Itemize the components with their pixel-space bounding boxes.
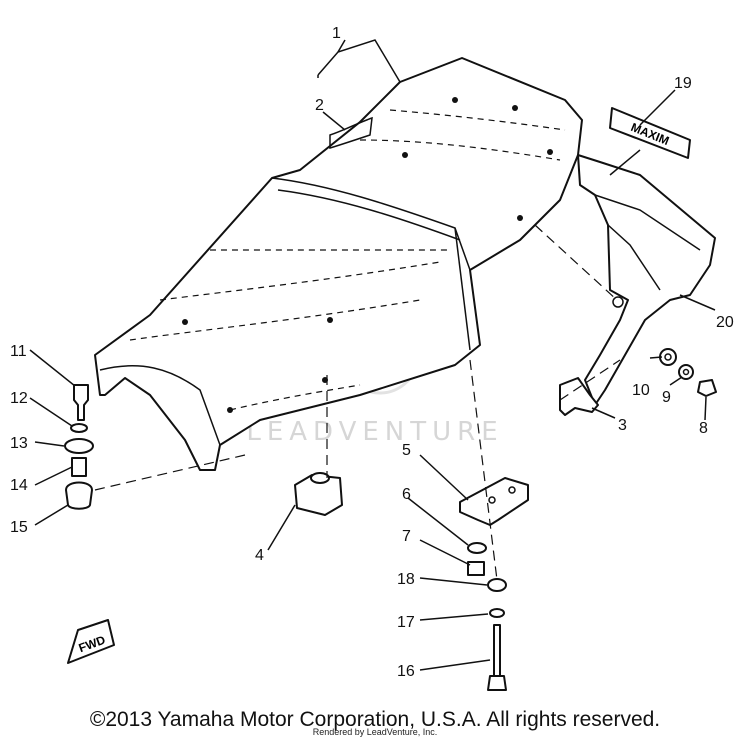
callout-17: 17 — [397, 614, 415, 631]
left-fasteners — [64, 384, 94, 510]
rear-bracket — [559, 377, 599, 416]
callout-13: 13 — [10, 435, 28, 452]
leader-lines — [29, 39, 716, 671]
callout-14: 14 — [10, 477, 28, 494]
callout-labels: 1 2 3 4 5 6 7 8 9 10 11 12 13 14 15 16 1… — [10, 25, 734, 680]
callout-20: 20 — [716, 314, 734, 331]
callout-3: 3 — [618, 417, 627, 434]
callout-10: 10 — [632, 382, 650, 399]
rear-fasteners — [659, 348, 717, 397]
forward-arrow: FWD — [67, 619, 115, 664]
callout-6: 6 — [402, 486, 411, 503]
callout-5: 5 — [402, 442, 411, 459]
callout-9: 9 — [662, 389, 671, 406]
rendered-by-credit: Rendered by LeadVenture, Inc. — [312, 727, 438, 737]
callout-4: 4 — [255, 547, 264, 564]
callout-7: 7 — [402, 528, 411, 545]
assembly-lines — [94, 224, 621, 581]
seat-assembly — [94, 57, 583, 471]
callout-18: 18 — [397, 571, 415, 588]
seat-damper — [294, 472, 343, 516]
rear-cowl — [577, 154, 716, 406]
callout-8: 8 — [699, 420, 708, 437]
callout-19: 19 — [674, 75, 692, 92]
callout-1: 1 — [332, 25, 341, 42]
watermark-text: LEADVENTURE — [246, 417, 503, 447]
callout-2: 2 — [315, 97, 324, 114]
callout-15: 15 — [10, 519, 28, 536]
copyright-notice: ©2013 Yamaha Motor Corporation, U.S.A. A… — [89, 708, 661, 731]
callout-11: 11 — [10, 343, 27, 360]
hinge-bracket — [459, 477, 529, 691]
callout-16: 16 — [397, 663, 415, 680]
callout-12: 12 — [10, 390, 28, 407]
